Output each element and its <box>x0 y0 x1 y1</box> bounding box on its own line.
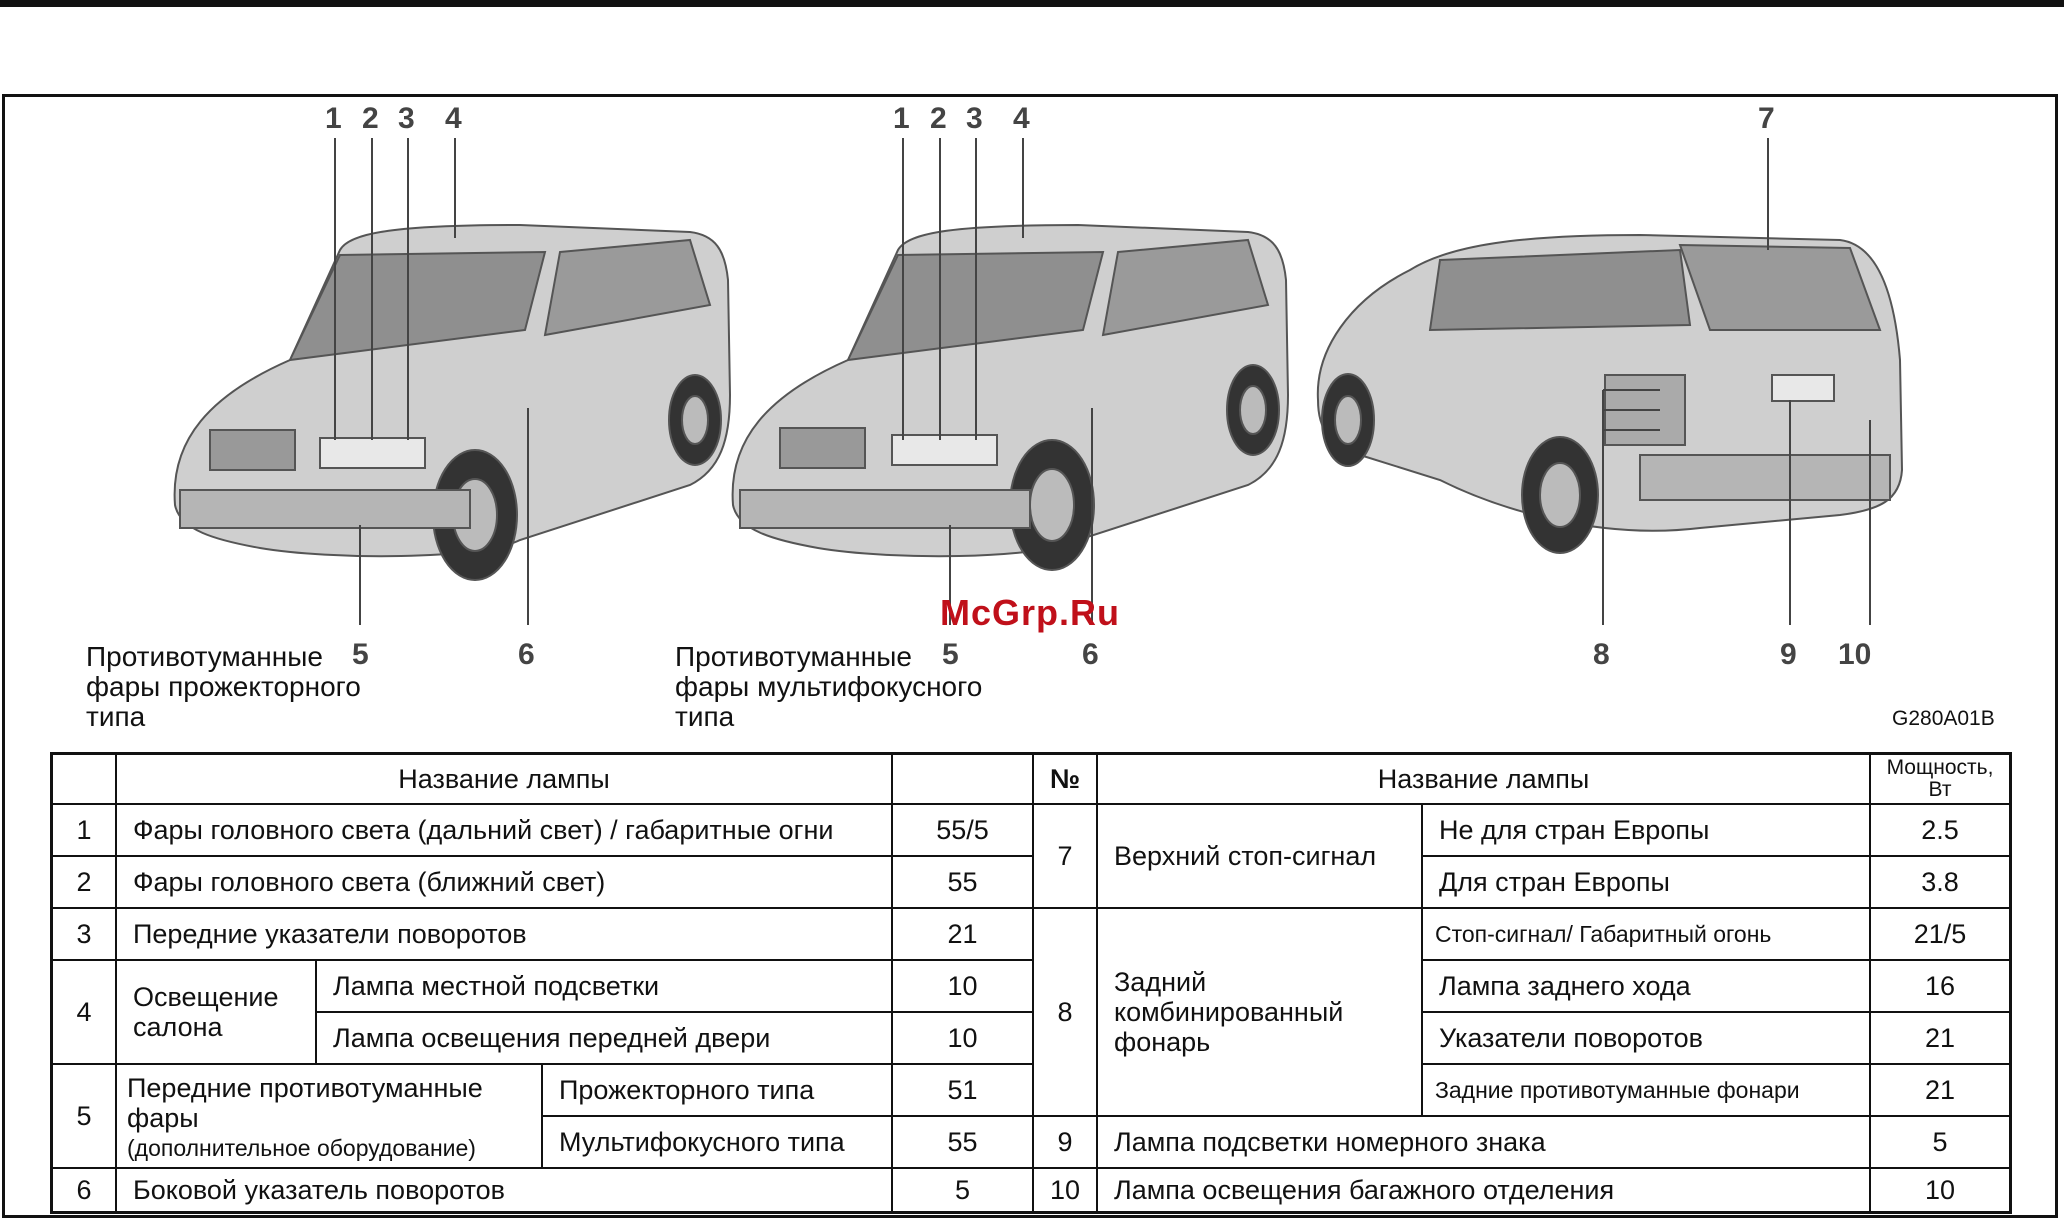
row6-power: 5 <box>893 1169 1034 1211</box>
row3-name: Передние указатели поворотов <box>117 909 893 961</box>
callout-4-mid: 4 <box>1013 102 1030 135</box>
row5b-name: Мультифокусного типа <box>543 1117 893 1169</box>
row7-no: 7 <box>1034 805 1098 909</box>
callout-5-mid: 5 <box>942 638 959 671</box>
callout-3-mid: 3 <box>966 102 983 135</box>
callout-4: 4 <box>445 102 462 135</box>
callout-3: 3 <box>398 102 415 135</box>
row9-name: Лампа подсветки номерного знака <box>1098 1117 1871 1169</box>
row9-no: 9 <box>1034 1117 1098 1169</box>
row7-group: Верхний стоп-сигнал <box>1098 805 1423 909</box>
row2-power: 55 <box>893 857 1034 909</box>
bulb-table: Название лампы № Название лампы Мощность… <box>50 752 2012 1214</box>
row4-no: 4 <box>53 961 117 1065</box>
page-frame <box>2 94 2058 1218</box>
header-no: № <box>1034 755 1098 805</box>
row8-no: 8 <box>1034 909 1098 1117</box>
row10-name: Лампа освещения багажного отделения <box>1098 1169 1871 1211</box>
row3-power: 21 <box>893 909 1034 961</box>
figure-code: G280A01B <box>1892 707 1995 730</box>
row7b-name: Для стран Европы <box>1423 857 1871 909</box>
row8d-power: 21 <box>1871 1065 2009 1117</box>
row8d-name: Задние противотуманные фонари <box>1423 1065 1871 1117</box>
row5a-power: 51 <box>893 1065 1034 1117</box>
row4a-power: 10 <box>893 961 1034 1013</box>
row5a-name: Прожекторного типа <box>543 1065 893 1117</box>
row6-name: Боковой указатель поворотов <box>117 1169 893 1211</box>
car-front-left-illustration <box>173 223 732 581</box>
row8a-power: 21/5 <box>1871 909 2009 961</box>
top-rule <box>0 0 2064 7</box>
row5-no: 5 <box>53 1065 117 1169</box>
row2-name: Фары головного света (ближний свет) <box>117 857 893 909</box>
callout-9: 9 <box>1780 638 1797 671</box>
callout-1: 1 <box>325 102 342 135</box>
callout-7: 7 <box>1758 102 1775 135</box>
row9-power: 5 <box>1871 1117 2009 1169</box>
row10-no: 10 <box>1034 1169 1098 1211</box>
row7a-name: Не для стран Европы <box>1423 805 1871 857</box>
callout-6-mid: 6 <box>1082 638 1099 671</box>
callout-2: 2 <box>362 102 379 135</box>
row4a-name: Лампа местной подсветки <box>317 961 893 1013</box>
callout-8: 8 <box>1593 638 1610 671</box>
leader-lines <box>334 138 1871 625</box>
row7a-power: 2.5 <box>1871 805 2009 857</box>
header-lamp-name-right: Название лампы <box>1098 755 1871 805</box>
callout-10: 10 <box>1838 638 1872 671</box>
row8b-power: 16 <box>1871 961 2009 1013</box>
row8b-name: Лампа заднего хода <box>1423 961 1871 1013</box>
row5b-power: 55 <box>893 1117 1034 1169</box>
header-lamp-name-left: Название лампы <box>117 755 893 805</box>
row8c-name: Указатели поворотов <box>1423 1013 1871 1065</box>
row10-power: 10 <box>1924 1174 1956 1205</box>
row3-no: 3 <box>53 909 117 961</box>
row7b-power: 3.8 <box>1871 857 2009 909</box>
row1-no: 1 <box>53 805 117 857</box>
callout-6: 6 <box>518 638 535 671</box>
row2-no: 2 <box>53 857 117 909</box>
header-power: Мощность,Вт <box>1871 755 2009 805</box>
row4b-name: Лампа освещения передней двери <box>317 1013 893 1065</box>
header-no-left <box>53 755 117 805</box>
callout-2-mid: 2 <box>930 102 947 135</box>
row6-no: 6 <box>53 1169 117 1211</box>
car-rear-illustration <box>1316 233 1904 554</box>
callout-5: 5 <box>352 638 369 671</box>
row1-power: 55/5 <box>893 805 1034 857</box>
row1-name: Фары головного света (дальний свет) / га… <box>117 805 893 857</box>
car-illustrations <box>173 138 1904 625</box>
row8c-power: 21 <box>1871 1013 2009 1065</box>
row8a-name: Стоп-сигнал/ Габаритный огонь <box>1423 909 1871 961</box>
watermark: McGrp.Ru <box>940 592 1121 633</box>
car-front-mid-illustration <box>731 223 1290 571</box>
callout-1-mid: 1 <box>893 102 910 135</box>
row4b-power: 10 <box>893 1013 1034 1065</box>
header-power-left <box>893 755 1034 805</box>
